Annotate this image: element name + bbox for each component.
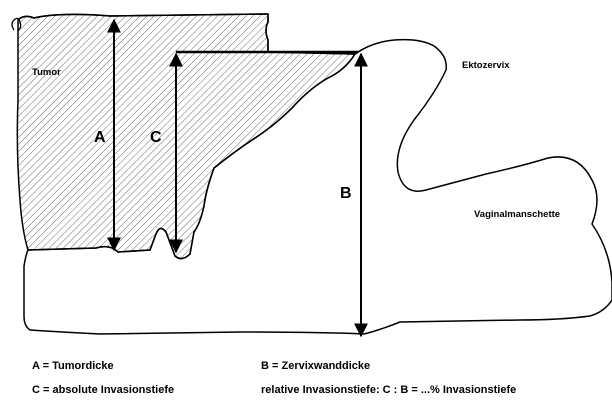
- label-b: B: [340, 186, 352, 202]
- label-vaginalmanschette: Vaginalmanschette: [474, 210, 560, 220]
- legend-b-definition: B = Zervixwanddicke: [261, 361, 370, 372]
- legend-c-definition: C = absolute Invasionstiefe: [32, 385, 174, 396]
- label-ektozervix: Ektozervix: [462, 61, 510, 71]
- label-tumor: Tumor: [32, 68, 61, 78]
- label-a: A: [94, 130, 106, 146]
- legend-relative-definition: relative Invasionstiefe: C : B = ...% In…: [261, 385, 516, 396]
- tumor-hatched-region: [17, 14, 355, 259]
- label-c: C: [150, 130, 162, 146]
- legend-a-definition: A = Tumordicke: [32, 361, 114, 372]
